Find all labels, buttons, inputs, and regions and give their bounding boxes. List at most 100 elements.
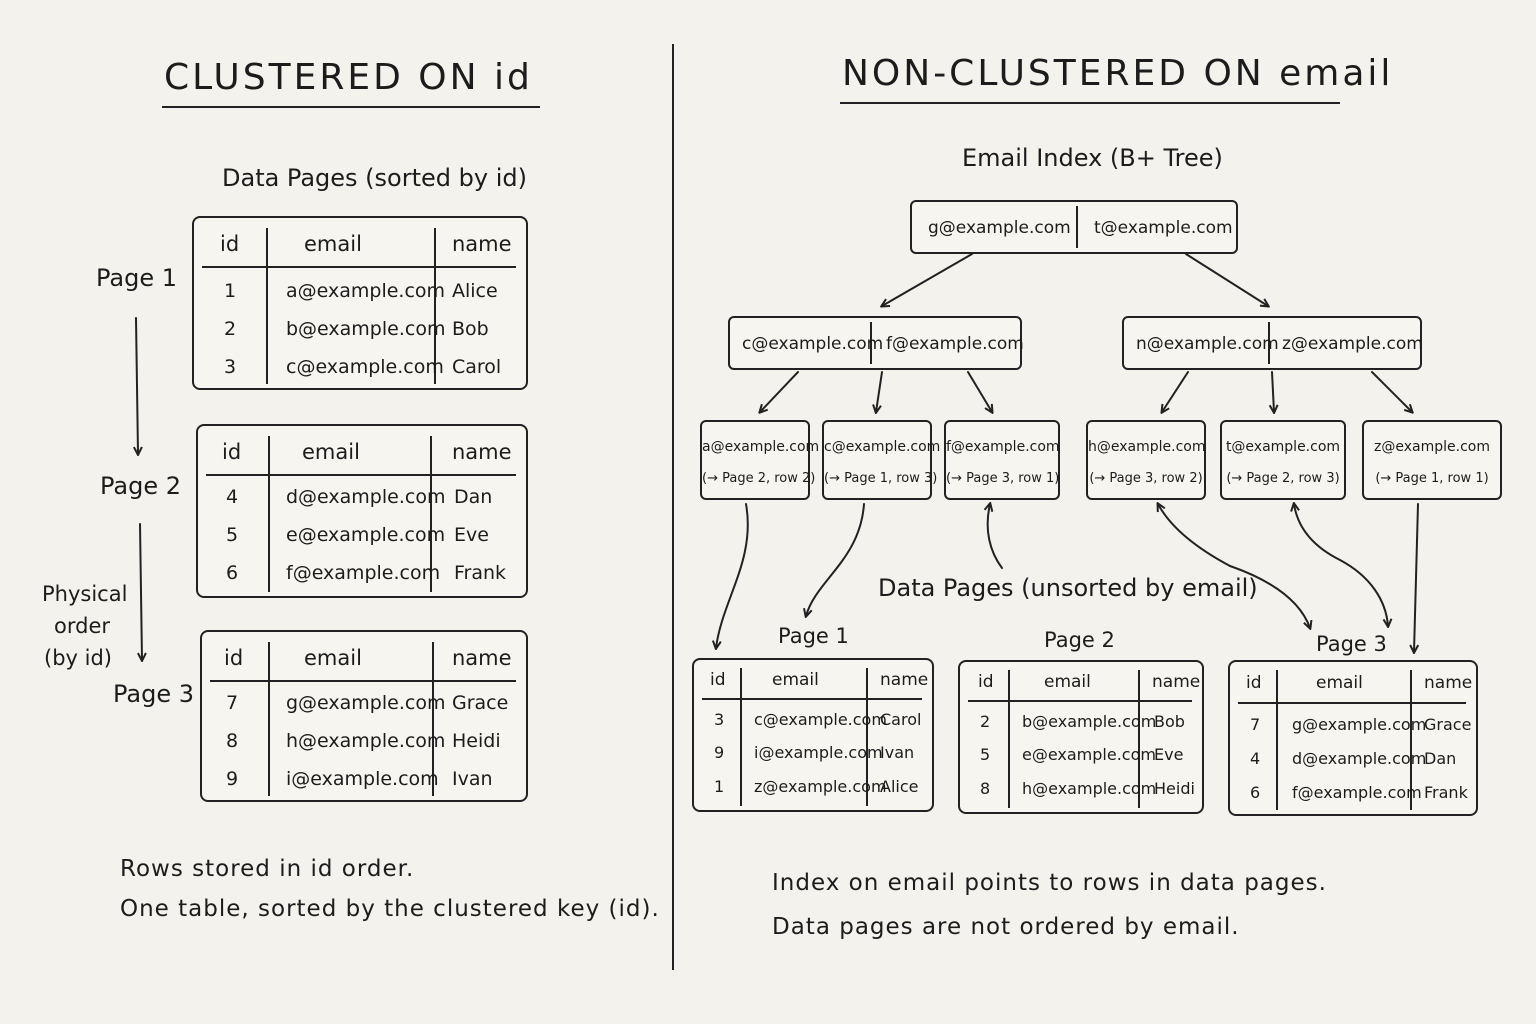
index-leaf-node: h@example.com (→ Page 3, row 2): [1086, 420, 1206, 500]
right-page-label-3: Page 3: [1316, 632, 1387, 656]
cell-email: h@example.com: [1022, 779, 1157, 798]
physical-order-arrow: [136, 317, 138, 454]
cell-id: 6: [226, 562, 239, 584]
left-pages-label: Data Pages (sorted by id): [222, 164, 527, 192]
cell-name: Heidi: [1154, 779, 1195, 798]
row-pointer-arrow: [716, 503, 749, 648]
right-pages-label: Data Pages (unsorted by email): [878, 574, 1258, 602]
cell-email: h@example.com: [286, 730, 446, 752]
cell-email: c@example.com: [754, 710, 887, 729]
cell-email: i@example.com: [754, 743, 883, 762]
cell-id: 4: [226, 486, 239, 508]
tree-edge-arrow: [760, 371, 799, 412]
tree-edge-arrow: [1185, 253, 1268, 306]
cell-id: 2: [224, 318, 237, 340]
center-divider: [672, 44, 674, 970]
cell-name: Frank: [454, 562, 507, 584]
cell-email: g@example.com: [286, 692, 446, 714]
tree-edge-arrow: [1162, 371, 1189, 412]
index-root-node: g@example.com t@example.com: [910, 200, 1238, 254]
right-page-label-2: Page 2: [1044, 628, 1115, 652]
header-name: name: [452, 440, 512, 464]
physical-order-arrow: [140, 523, 142, 660]
cell-name: Alice: [880, 777, 919, 796]
leaf-key: h@example.com: [1088, 439, 1206, 455]
cell-id: 3: [714, 710, 725, 729]
cell-name: Bob: [1154, 712, 1185, 731]
header-email: email: [1316, 673, 1363, 693]
left-title-underline: [162, 106, 540, 108]
left-page-label-2: Page 2: [100, 472, 181, 500]
cell-id: 9: [226, 768, 239, 790]
cell-email: e@example.com: [286, 524, 446, 546]
left-title: CLUSTERED ON id: [164, 57, 533, 98]
header-id: id: [1246, 673, 1262, 693]
cell-name: Heidi: [452, 730, 501, 752]
cell-id: 7: [226, 692, 239, 714]
right-title-underline: [840, 102, 1340, 104]
cell-email: c@example.com: [286, 356, 444, 378]
header-name: name: [1152, 672, 1201, 692]
index-label: Email Index (B+ Tree): [962, 144, 1223, 172]
right-note-2: Data pages are not ordered by email.: [772, 914, 1240, 940]
right-note-1: Index on email points to rows in data pa…: [772, 870, 1327, 896]
header-name: name: [452, 232, 512, 256]
cell-id: 9: [714, 743, 725, 762]
physical-order-label-line2: order: [54, 614, 110, 638]
header-id: id: [710, 670, 726, 690]
leaf-pointer: (→ Page 2, row 3): [1226, 471, 1340, 486]
cell-id: 3: [224, 356, 237, 378]
right-data-page-2: id email name 2 b@example.com Bob 5 e@ex…: [958, 660, 1204, 814]
header-name: name: [1424, 673, 1473, 693]
cell-id: 6: [1250, 783, 1261, 802]
cell-id: 8: [980, 779, 991, 798]
tree-edge-arrow: [882, 253, 973, 306]
cell-email: z@example.com: [754, 777, 887, 796]
cell-id: 5: [226, 524, 239, 546]
header-email: email: [304, 646, 362, 670]
index-leaf-node: c@example.com (→ Page 1, row 3): [822, 420, 940, 500]
cell-name: Ivan: [452, 768, 493, 790]
cell-name: Carol: [880, 710, 922, 729]
left-note-1: Rows stored in id order.: [120, 856, 415, 882]
leaf-key: t@example.com: [1225, 439, 1341, 455]
tree-edge-arrow: [1371, 371, 1412, 412]
cell-name: Carol: [452, 356, 502, 378]
cell-id: 1: [224, 280, 237, 302]
cell-name: Frank: [1424, 783, 1468, 802]
index-key: f@example.com: [886, 334, 1024, 354]
leaf-key: z@example.com: [1374, 439, 1490, 455]
physical-order-label-line3: (by id): [44, 646, 112, 670]
cell-id: 1: [714, 777, 725, 796]
cell-name: Dan: [1424, 749, 1457, 768]
header-id: id: [978, 672, 994, 692]
header-id: id: [222, 440, 242, 464]
header-name: name: [452, 646, 512, 670]
cell-email: i@example.com: [286, 768, 439, 790]
row-pointer-arrow: [1414, 503, 1418, 652]
header-email: email: [304, 232, 362, 256]
cell-name: Bob: [452, 318, 489, 340]
leaf-pointer: (→ Page 1, row 3): [824, 471, 938, 486]
left-page-label-3: Page 3: [113, 680, 194, 708]
cell-name: Dan: [454, 486, 493, 508]
index-key: g@example.com: [928, 218, 1071, 238]
row-pointer-arrow: [806, 503, 865, 616]
tree-edge-arrow: [1272, 371, 1274, 412]
left-data-page-2: id email name 4 d@example.com Dan 5 e@ex…: [196, 424, 528, 598]
cell-id: 8: [226, 730, 239, 752]
cell-name: Eve: [454, 524, 489, 546]
cell-id: 2: [980, 712, 991, 731]
index-leaf-node: z@example.com (→ Page 1, row 1): [1362, 420, 1502, 500]
row-pointer-arrow: [1339, 559, 1388, 626]
cell-email: e@example.com: [1022, 745, 1156, 764]
cell-email: f@example.com: [286, 562, 441, 584]
index-key: c@example.com: [742, 334, 884, 354]
left-data-page-1: id email name 1 a@example.com Alice 2 b@…: [192, 216, 528, 390]
index-key: n@example.com: [1136, 334, 1279, 354]
left-page-label-1: Page 1: [96, 264, 177, 292]
header-email: email: [302, 440, 360, 464]
row-pointer-arrow: [1294, 504, 1341, 561]
tree-edge-arrow: [967, 371, 992, 412]
cell-email: d@example.com: [286, 486, 446, 508]
